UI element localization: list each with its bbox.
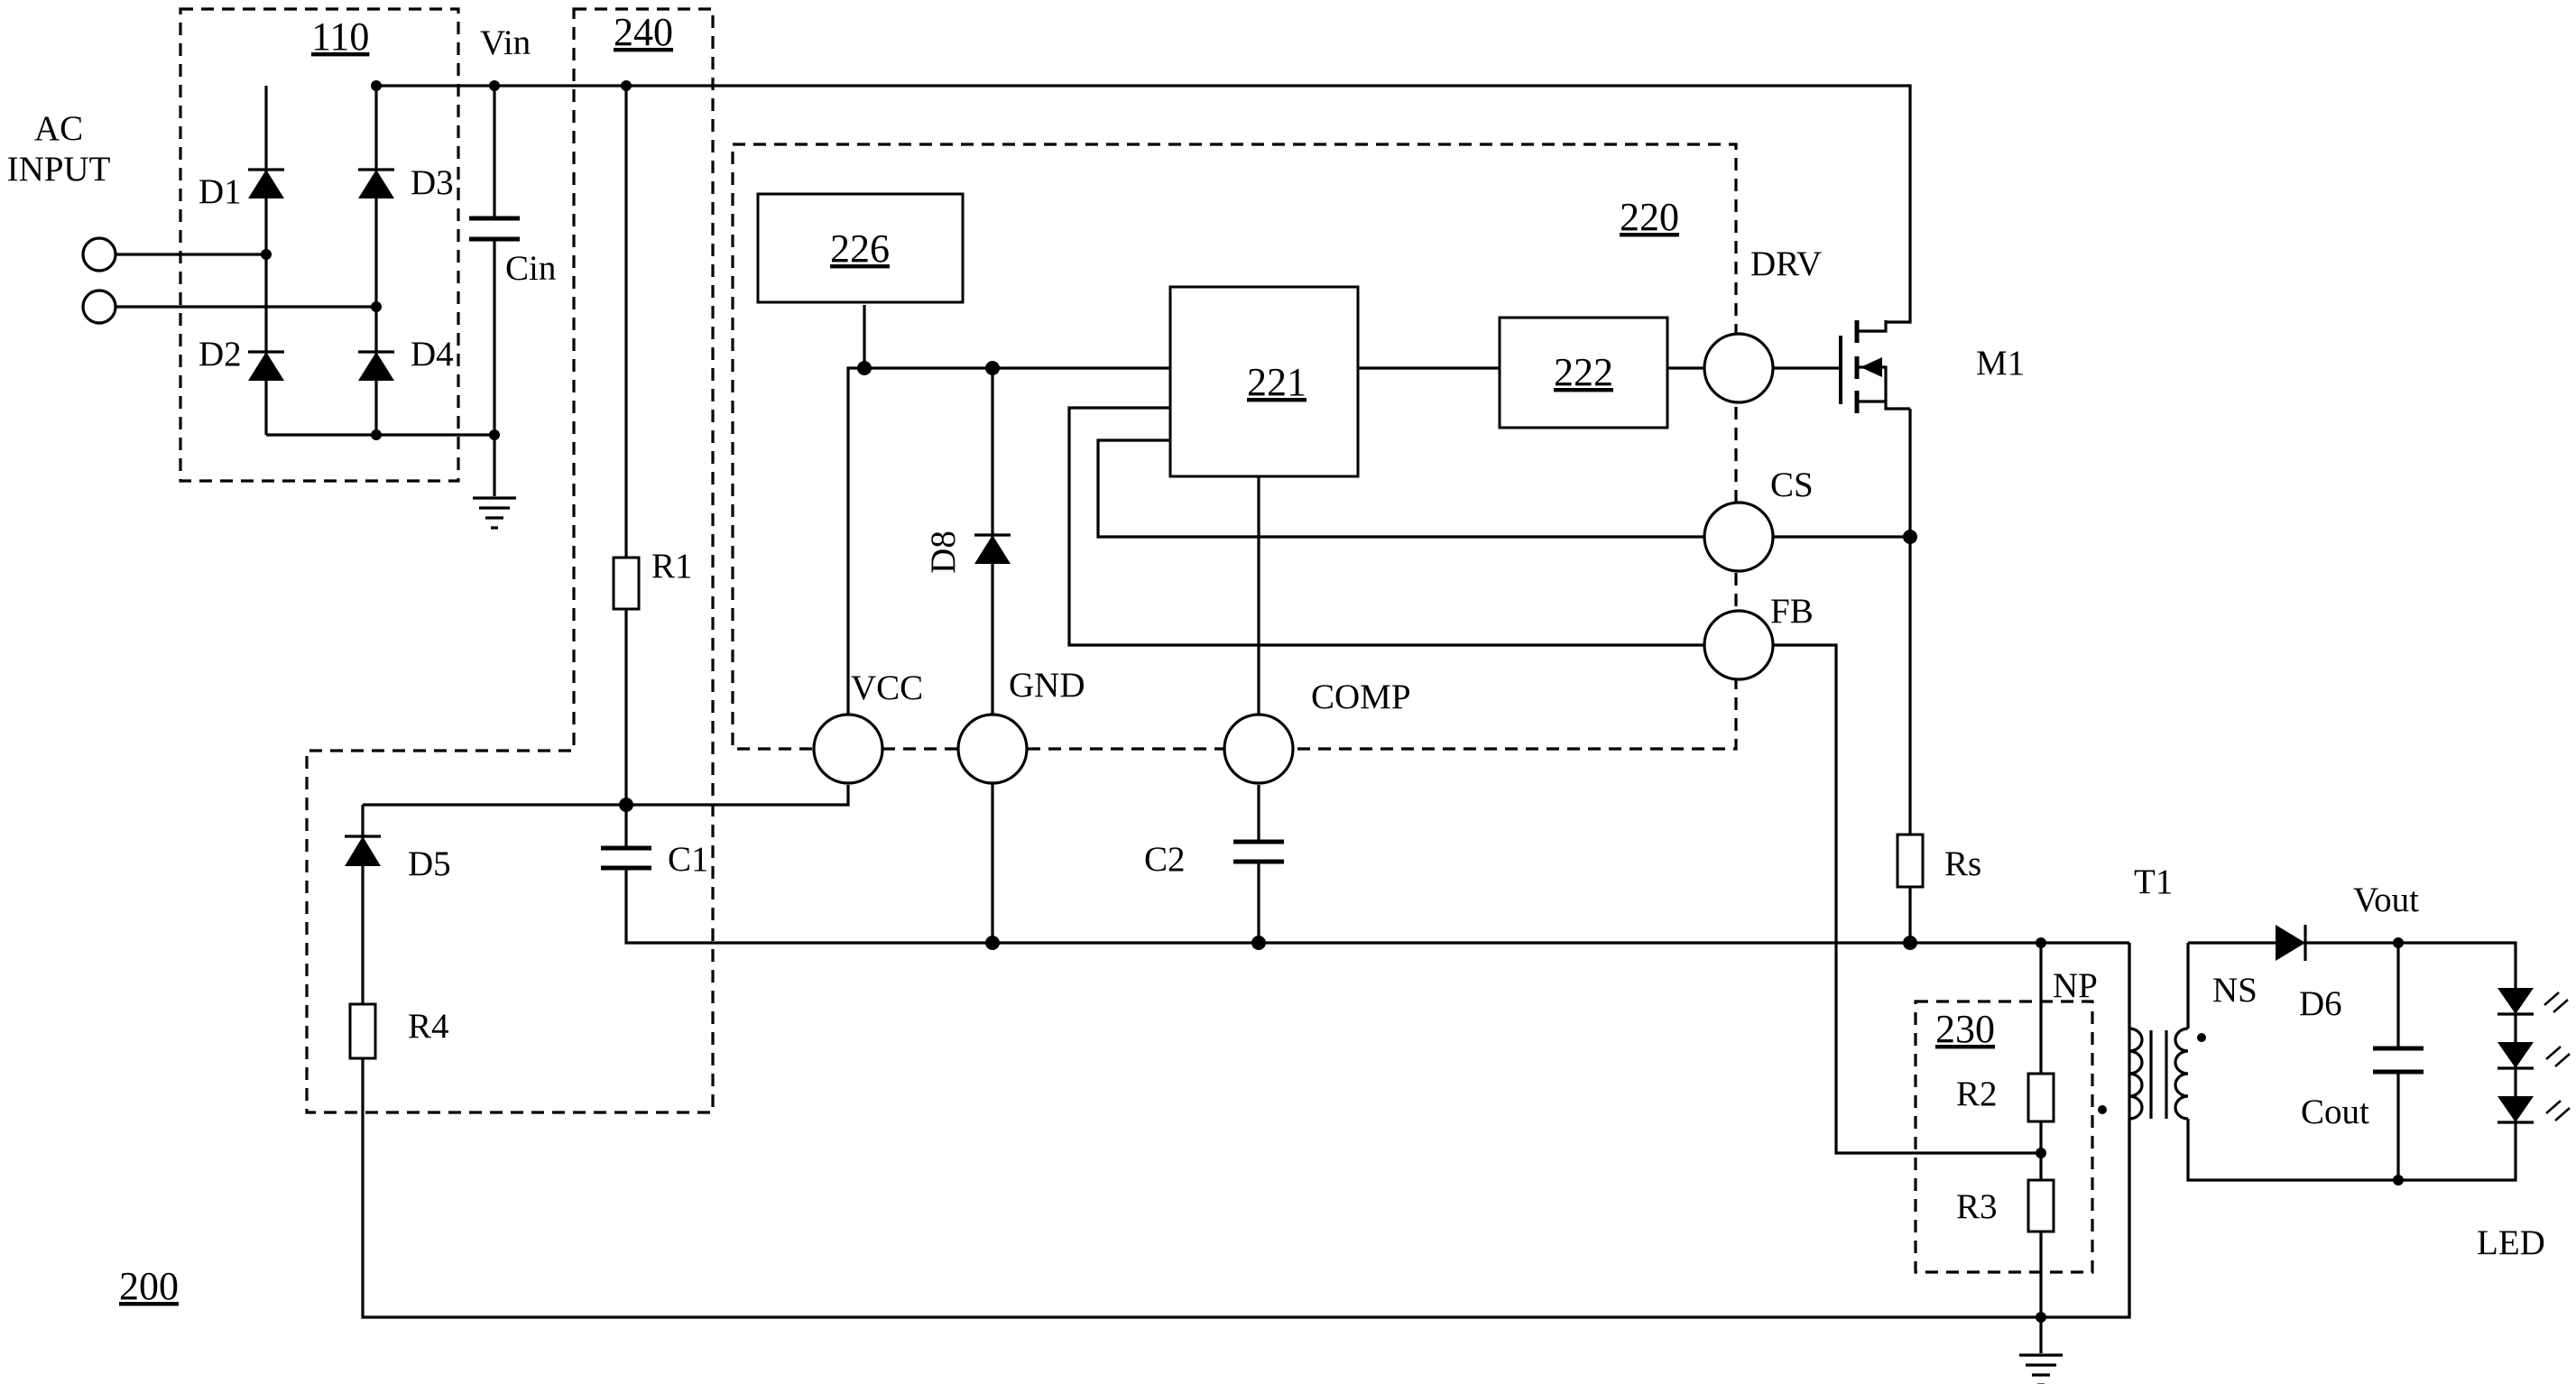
label-cout: Cout (2301, 1093, 2369, 1131)
capacitor-c1 (601, 845, 651, 871)
pin-vcc (812, 713, 884, 785)
label-pin-drv: DRV (1750, 245, 1822, 283)
label-pin-fb: FB (1770, 592, 1814, 631)
resistor-r4 (348, 1002, 377, 1060)
label-r2: R2 (1956, 1075, 1998, 1113)
diode-d6 (2276, 925, 2307, 961)
junction-dots (261, 80, 2404, 1323)
label-vin: Vin (480, 23, 531, 62)
resistor-r1 (612, 556, 641, 611)
diode-d3 (358, 168, 394, 198)
pin-comp (1223, 713, 1295, 785)
pin-gnd (956, 713, 1029, 785)
label-r1: R1 (651, 547, 693, 586)
label-cin: Cin (505, 249, 556, 288)
ground-symbol-output (2019, 1353, 2063, 1384)
label-t1: T1 (2134, 863, 2173, 901)
label-pin-gnd: GND (1009, 666, 1085, 705)
wires (115, 84, 2517, 1353)
startup-block-outline (305, 7, 715, 1114)
label-d6: D6 (2299, 984, 2342, 1023)
ac-input-terminal-2 (81, 289, 117, 325)
diode-d2 (248, 350, 284, 381)
label-d2: D2 (199, 335, 242, 374)
diode-d1 (248, 168, 284, 198)
resistor-rs (1896, 833, 1925, 889)
label-c2: C2 (1144, 840, 1186, 879)
label-ac-input-2: INPUT (7, 150, 111, 189)
label-pin-vcc: VCC (851, 669, 923, 707)
ref-block-221: 221 (1247, 360, 1306, 404)
label-d1: D1 (199, 172, 242, 211)
ref-controller-220: 220 (1620, 195, 1679, 239)
label-ac-input-1: AC (34, 109, 83, 148)
ref-sampling-230: 230 (1935, 1007, 1995, 1051)
pin-drv (1703, 332, 1775, 404)
label-c1: C1 (668, 840, 709, 879)
label-d8: D8 (924, 531, 963, 574)
sampling-block-outline (1914, 1000, 2094, 1274)
mosfet-m1 (1839, 320, 1910, 413)
ac-input-terminal-1 (81, 236, 117, 272)
ref-rectifier-110: 110 (311, 14, 369, 59)
label-led: LED (2477, 1223, 2545, 1262)
diode-d5 (345, 835, 381, 866)
label-np: NP (2053, 966, 2098, 1005)
transformer-t1 (2098, 1027, 2206, 1121)
label-pin-comp: COMP (1311, 678, 1411, 716)
rectifier-block-outline (179, 7, 460, 483)
led-light-rays (2544, 992, 2571, 1121)
ref-block-222: 222 (1554, 350, 1613, 394)
label-r3: R3 (1956, 1187, 1998, 1226)
ref-startup-240: 240 (614, 10, 673, 54)
capacitor-c2 (1233, 839, 1284, 864)
block-222 (1498, 316, 1669, 429)
diode-d8 (974, 533, 1011, 564)
ref-circuit-200: 200 (119, 1264, 179, 1308)
block-221 (1168, 285, 1360, 478)
capacitor-cout (2373, 1046, 2424, 1075)
resistor-r3 (2027, 1178, 2055, 1233)
ground-symbol-input (473, 496, 516, 530)
resistor-r2 (2027, 1072, 2055, 1123)
label-r4: R4 (408, 1007, 449, 1046)
capacitor-cin (469, 216, 520, 242)
diode-d4 (358, 350, 394, 381)
label-pin-cs: CS (1770, 466, 1814, 504)
label-d4: D4 (411, 335, 454, 374)
label-m1: M1 (1976, 344, 2025, 383)
block-outlines (179, 7, 2094, 1274)
block-226 (756, 192, 965, 304)
label-d5: D5 (408, 844, 451, 883)
label-vout: Vout (2353, 881, 2419, 919)
pin-cs (1703, 501, 1775, 573)
pin-fb (1703, 609, 1775, 681)
label-d3: D3 (411, 163, 454, 202)
ref-block-226: 226 (830, 226, 890, 271)
led-string (2498, 988, 2571, 1124)
label-rs: Rs (1944, 844, 1981, 883)
label-ns: NS (2212, 971, 2257, 1010)
controller-block-outline (731, 143, 1738, 751)
